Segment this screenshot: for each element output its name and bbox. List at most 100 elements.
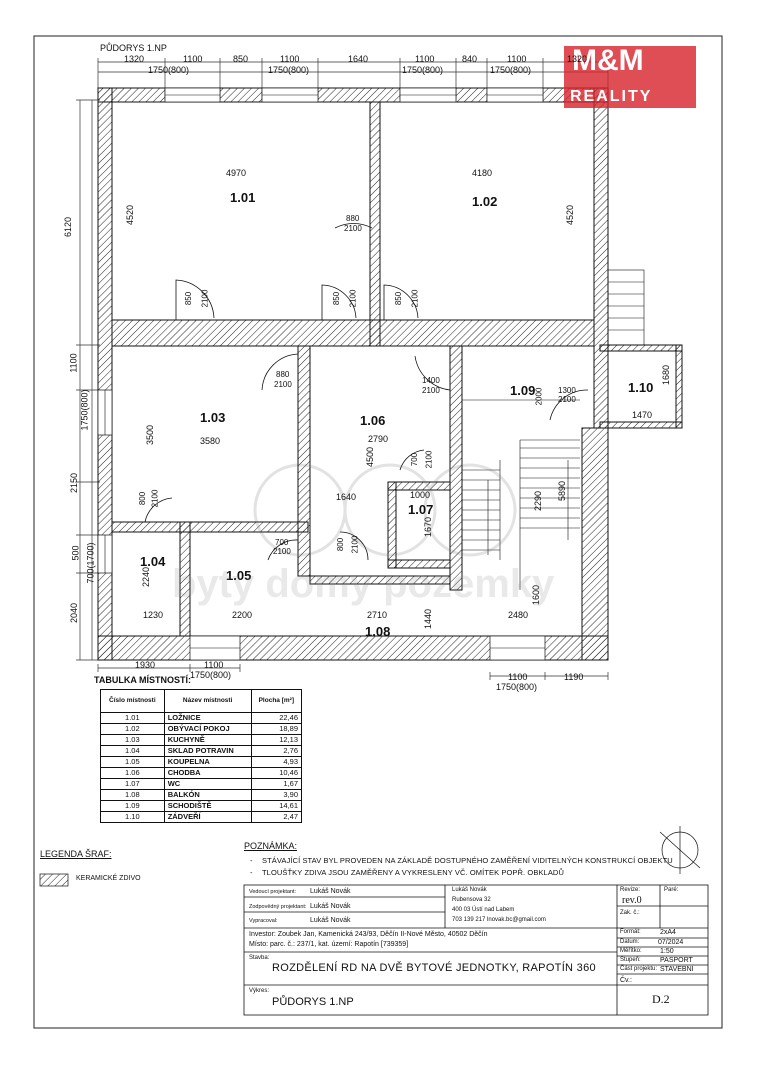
rooms-table: Číslo místnosti Název místnosti Plocha [… bbox=[100, 689, 303, 823]
tb-value: Lukáš Novák bbox=[310, 903, 351, 910]
logo-bottom-text: REALITY bbox=[570, 88, 653, 105]
table-cell: LOŽNICE bbox=[163, 712, 252, 724]
door-label: 2100 bbox=[422, 386, 440, 395]
staircase bbox=[462, 399, 580, 590]
tb-label: Formát: bbox=[620, 929, 641, 935]
top-dim: 1100 bbox=[415, 54, 435, 64]
room-dim: 4970 bbox=[226, 168, 247, 178]
tb-label: Stupeň: bbox=[620, 957, 641, 963]
tb-value: 2xA4 bbox=[660, 929, 676, 936]
tb-value: 07/2024 bbox=[658, 939, 684, 946]
table-cell: 18,89 bbox=[250, 723, 303, 735]
room-label: 1.04 bbox=[140, 554, 166, 569]
table-cell: WC bbox=[163, 778, 252, 790]
top-dim: 840 bbox=[462, 54, 478, 64]
bottom-dim: 1750(800) bbox=[190, 670, 232, 680]
room-dim: 2240 bbox=[141, 566, 152, 588]
bottom-dim: 1750(800) bbox=[496, 682, 538, 692]
north-arrow-icon bbox=[659, 826, 701, 874]
sheet-frame bbox=[33, 35, 723, 1029]
table-cell: 1.04 bbox=[100, 745, 165, 757]
left-dimension-lines bbox=[76, 99, 100, 661]
notes-line: STÁVAJÍCÍ STAV BYL PROVEDEN NA ZÁKLADĚ D… bbox=[262, 856, 673, 865]
stair-dim: 2290 bbox=[533, 490, 544, 512]
brand-logo bbox=[564, 46, 696, 108]
table-header: Název místnosti bbox=[163, 689, 252, 713]
top-dim: 1640 bbox=[348, 54, 369, 64]
room-label: 1.08 bbox=[365, 624, 391, 639]
door-label: 2000 bbox=[534, 387, 544, 406]
tb-address: 703 139 217 lnovak.bc@gmail.com bbox=[452, 917, 546, 923]
tb-address: Lukáš Novák bbox=[452, 887, 487, 893]
room-dim: 4500 bbox=[365, 446, 376, 468]
room-label: 1.07 bbox=[408, 502, 434, 517]
entry-steps bbox=[607, 269, 645, 346]
room-dim: 4520 bbox=[565, 204, 576, 226]
door-label: 2100 bbox=[344, 224, 362, 233]
door-label: 2100 bbox=[274, 380, 292, 389]
tb-label: Zodpovědný projektant: bbox=[249, 904, 307, 910]
table-cell: 1.08 bbox=[100, 789, 165, 801]
table-header-row: Číslo místnosti Název místnosti Plocha [… bbox=[100, 689, 303, 713]
room-label: 1.09 bbox=[510, 383, 536, 398]
tb-revision: rev.0 bbox=[622, 895, 642, 906]
door-label: 2100 bbox=[410, 289, 420, 308]
bottom-dim: 1100 bbox=[508, 672, 528, 682]
room-label: 1.06 bbox=[360, 413, 386, 428]
notes-line: TLOUŠŤKY ZDIVA JSOU ZAMĚŘENY A VYKRESLEN… bbox=[262, 868, 564, 877]
left-dim: 2040 bbox=[69, 602, 80, 624]
table-cell: ZÁDVEŘÍ bbox=[163, 811, 252, 823]
left-dim: 6120 bbox=[63, 216, 74, 238]
tb-address: Rubensova 32 bbox=[452, 897, 491, 903]
room-dim: 2710 bbox=[367, 610, 388, 620]
room-dim: 2790 bbox=[368, 434, 389, 444]
top-dim: 1750(800) bbox=[148, 65, 190, 75]
bottom-dim: 1930 bbox=[135, 660, 156, 670]
notes-title: POZNÁMKA: bbox=[244, 841, 298, 851]
table-cell: SKLAD POTRAVIN bbox=[163, 745, 252, 757]
table-cell: 12,13 bbox=[250, 734, 303, 746]
tb-drawing: PŮDORYS 1.NP bbox=[272, 996, 354, 1008]
left-dim: 1750(800) bbox=[79, 389, 90, 431]
left-dim: 500 bbox=[70, 545, 81, 561]
tb-building: ROZDĚLENÍ RD NA DVĚ BYTOVÉ JEDNOTKY, RAP… bbox=[272, 962, 596, 974]
table-cell: OBÝVACÍ POKOJ bbox=[163, 723, 252, 735]
tb-label: Paré: bbox=[664, 887, 679, 893]
table-cell: CHODBA bbox=[163, 767, 252, 779]
bottom-dim: 1100 bbox=[204, 660, 224, 670]
tb-label: Výkres: bbox=[249, 988, 270, 994]
bottom-dimension-lines bbox=[97, 664, 609, 680]
door-label: 850 bbox=[394, 291, 404, 306]
table-cell: 10,46 bbox=[250, 767, 303, 779]
legend-item: KERAMICKÉ ZDIVO bbox=[76, 875, 141, 882]
room-dim: 2200 bbox=[232, 610, 253, 620]
door-label: 2100 bbox=[350, 535, 360, 554]
room-dim: 3500 bbox=[145, 424, 156, 446]
table-cell: BALKÓN bbox=[163, 789, 252, 801]
left-dim: 2150 bbox=[69, 472, 80, 494]
top-dim: 1320 bbox=[124, 54, 145, 64]
table-cell: KUCHYNĚ bbox=[163, 734, 252, 746]
room-dim: 1440 bbox=[423, 608, 434, 630]
door-label: 880 bbox=[346, 214, 360, 223]
room-label: 1.03 bbox=[200, 410, 226, 425]
tb-value: 1:50 bbox=[660, 948, 674, 955]
top-dim: 1100 bbox=[183, 54, 203, 64]
door-label: 1300 bbox=[558, 386, 576, 395]
room-dim: 3580 bbox=[200, 436, 221, 446]
tb-label: Měřítko: bbox=[620, 948, 642, 954]
table-cell: 1.07 bbox=[100, 778, 165, 790]
door-label: 800 bbox=[336, 537, 346, 552]
table-header: Plocha [m²] bbox=[250, 689, 303, 713]
door-label: 2100 bbox=[200, 289, 210, 308]
